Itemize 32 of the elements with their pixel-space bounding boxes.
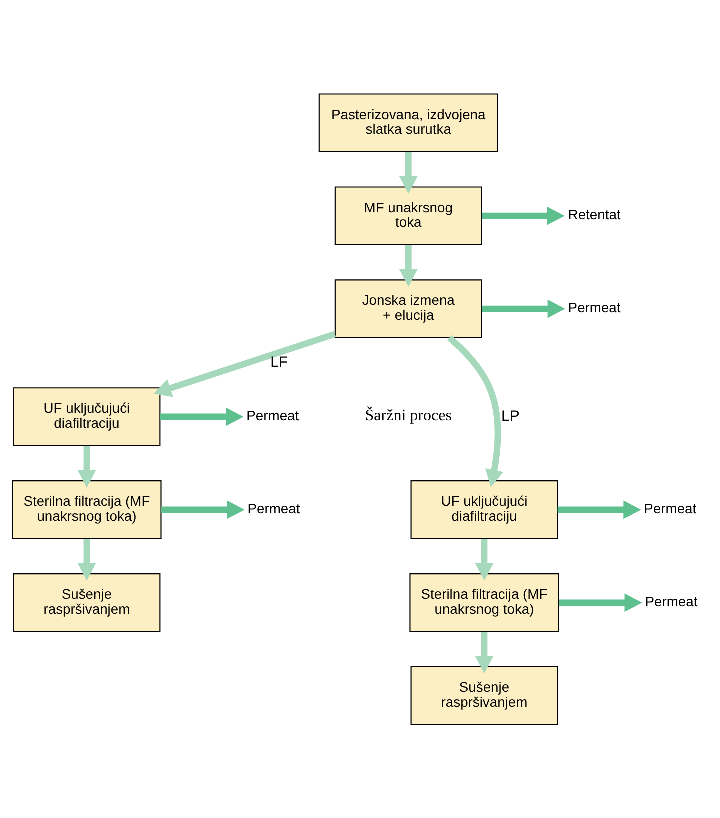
arrow: [475, 538, 494, 580]
arrow: [160, 407, 244, 426]
node-text: Permeat: [246, 407, 300, 424]
arrow: [482, 206, 565, 225]
node-text: Permeat: [568, 299, 621, 316]
node-box: UF uključujući diafiltraciju: [410, 480, 558, 539]
node-box: Jonska izmena + elucija: [334, 279, 482, 338]
node-box: Sušenje raspršivanjem: [13, 573, 161, 632]
node-text: Permeat: [248, 500, 300, 516]
arrow: [447, 335, 504, 488]
label: Šaržni proces: [365, 407, 452, 424]
arrow: [399, 244, 418, 286]
node-box: Pasterizovana, izdvojena slatka surutka: [318, 93, 498, 152]
arrow: [78, 538, 96, 580]
node-box: MF unakrsnog toka: [334, 186, 482, 245]
node-text: Retentat: [568, 206, 621, 222]
arrow: [154, 330, 336, 397]
node-text: Permeat: [645, 593, 698, 610]
arrow: [482, 299, 566, 318]
arrow: [162, 500, 245, 519]
edge-label: LF: [270, 353, 288, 370]
node-box: Sterilna filtracija (MF unakrsnog toka): [410, 573, 560, 632]
arrow: [558, 500, 642, 519]
node-text: Permeat: [644, 500, 697, 516]
arrow: [399, 152, 418, 194]
edge-label: LP: [502, 407, 520, 424]
arrow: [475, 632, 494, 674]
arrow: [78, 446, 96, 488]
node-box: Sušenje raspršivanjem: [410, 666, 558, 725]
arrow: [559, 593, 642, 612]
node-box: UF uključujući diafiltraciju: [13, 387, 161, 446]
node-box: Sterilna filtracija (MF unakrsnog toka): [12, 480, 162, 539]
